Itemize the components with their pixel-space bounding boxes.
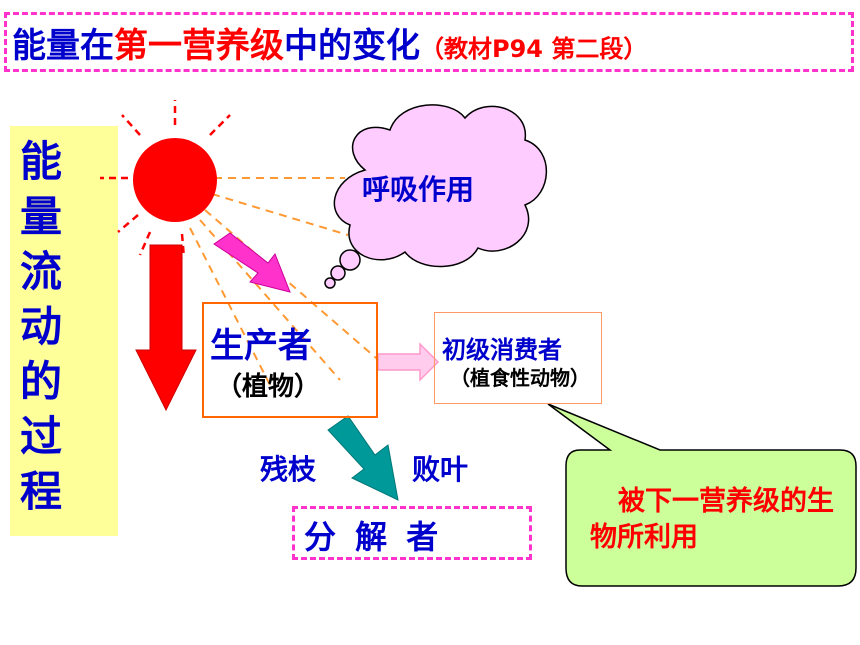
big-down-arrow [135, 244, 197, 412]
consumer-name: 初级消费者 [442, 336, 562, 364]
side-panel: 能量流动的过程 [10, 126, 118, 536]
title-part-1: 能量在 [12, 26, 114, 66]
producer-box [202, 302, 378, 418]
residue-left-label: 残枝 [260, 453, 317, 486]
sun-rays [100, 100, 231, 259]
producer-name: 生产者 [210, 326, 312, 366]
teal-arrow [327, 415, 399, 501]
cloud-label: 呼吸作用 [362, 173, 475, 206]
producer-sub: （植物） [216, 372, 321, 402]
consumer-box [434, 312, 602, 404]
consumer-sub: （植食性动物） [450, 366, 590, 390]
title-part-3: 中的变化 [284, 26, 420, 66]
title-frame [4, 12, 854, 72]
callout-bubble [547, 403, 857, 587]
title-part-2: 第一营养级 [114, 26, 284, 66]
transfer-arrow [377, 342, 440, 382]
page-title: 能量在第一营养级中的变化（教材P94 第二段） [12, 18, 647, 67]
decomposer-box [292, 506, 532, 560]
cloud-shape [324, 104, 548, 289]
sun-icon [133, 138, 217, 222]
callout-label: 被下一营养级的生物所利用 [590, 486, 834, 553]
pink-arrow [213, 232, 291, 293]
title-part-4: （教材P94 第二段） [420, 35, 648, 63]
residue-right-label: 败叶 [412, 453, 469, 486]
decomposer-label: 分 解 者 [304, 518, 443, 556]
side-label: 能量流动的过程 [19, 137, 62, 516]
